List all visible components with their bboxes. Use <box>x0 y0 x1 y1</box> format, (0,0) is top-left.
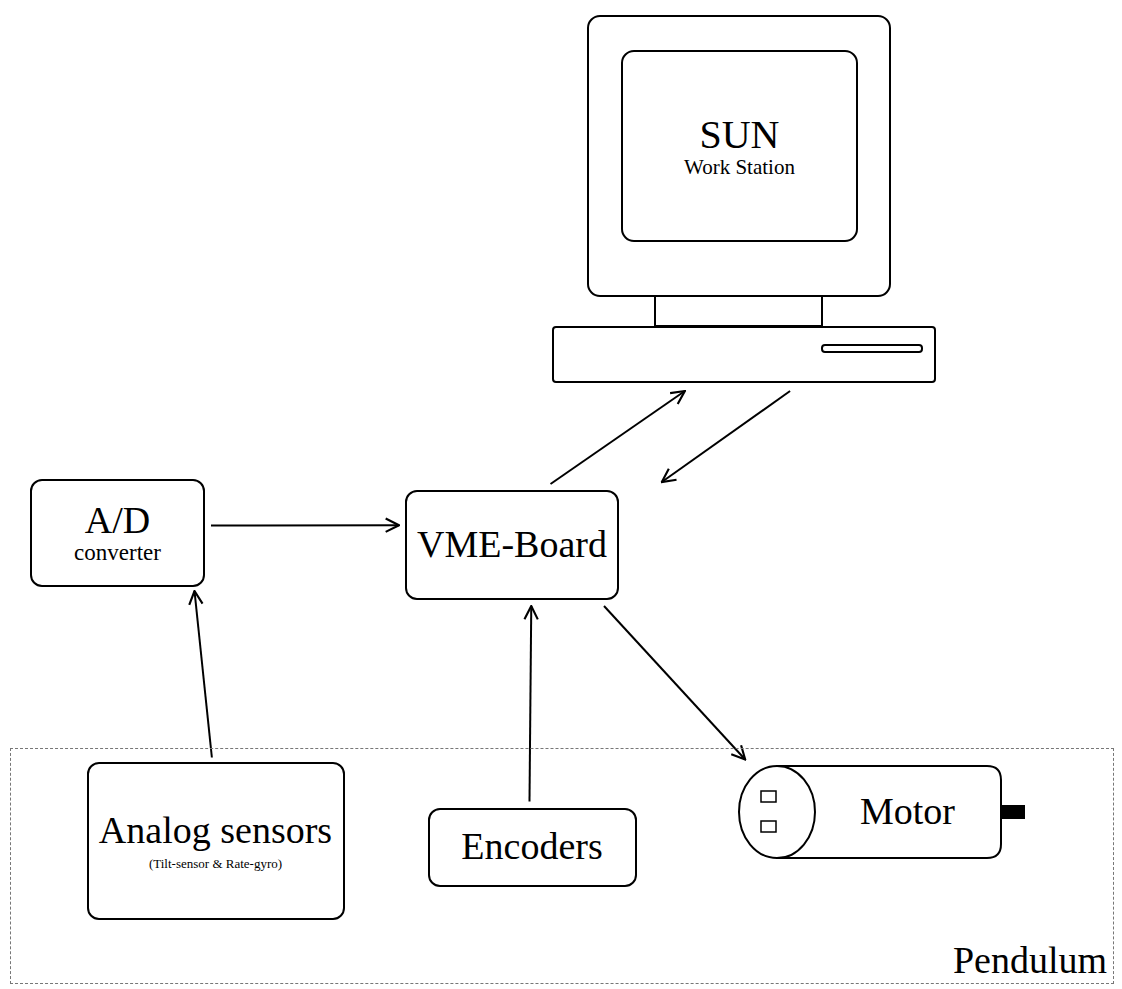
signal-arrow <box>529 606 531 802</box>
node-label: Analog sensors <box>99 811 332 851</box>
node-sublabel: Work Station <box>684 156 795 178</box>
motor-symbol: Motor <box>737 764 1027 860</box>
computer-outline <box>552 15 936 383</box>
signal-arrow <box>662 391 790 482</box>
workstation: SUNWork Station <box>552 15 936 383</box>
node-label: SUN <box>699 114 779 156</box>
pendulum-region: Pendulum Analog sensors (Tilt-sensor & Rat… <box>10 748 1114 984</box>
node-label: VME-Board <box>417 525 607 565</box>
signal-arrow <box>604 606 745 760</box>
node-sublabel: (Tilt-sensor & Rate-gyro) <box>149 857 282 871</box>
signal-arrow <box>195 591 212 758</box>
node-label: Motor <box>860 792 955 832</box>
sensor-box: Analog sensors (Tilt-sensor & Rate-gyro) <box>87 762 345 920</box>
node-label: Pendulum <box>953 941 1107 981</box>
board-box: VME-Board <box>405 490 619 600</box>
node-sublabel: converter <box>74 541 161 565</box>
signal-arrow <box>211 524 399 526</box>
node-label: A/D <box>85 501 150 541</box>
node-label: Encoders <box>461 827 602 867</box>
converter-box: A/Dconverter <box>30 479 205 587</box>
signal-arrow <box>551 391 685 484</box>
encoder-box: Encoders <box>428 808 637 887</box>
